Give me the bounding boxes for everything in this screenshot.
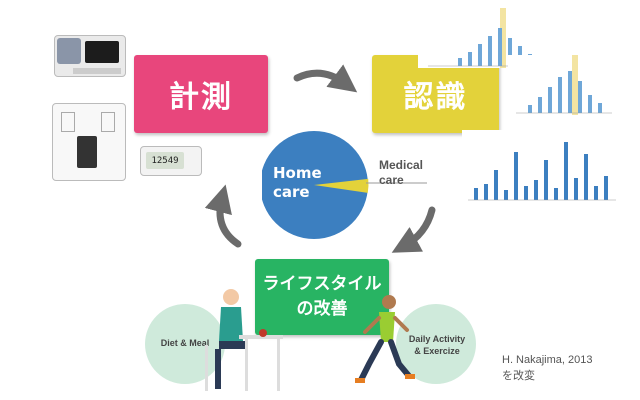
scale-display-icon bbox=[77, 136, 97, 168]
pedometer-image: 12549 bbox=[140, 146, 202, 176]
recognize-box: 認識 bbox=[372, 55, 499, 133]
activity-label-line1: Daily Activity bbox=[408, 334, 466, 344]
measure-label: 計測 bbox=[169, 80, 233, 115]
arrow-lifestyle-to-measure bbox=[204, 184, 242, 248]
activity-label-line2: & Exercize bbox=[414, 346, 460, 356]
diet-label: Diet & Meal bbox=[152, 338, 218, 348]
credit-line2: を改変 bbox=[502, 370, 535, 382]
medical-care-line1: Medical bbox=[379, 158, 424, 172]
medical-care-line2: care bbox=[379, 173, 404, 187]
chart-thumbnail-2-graphic bbox=[516, 55, 612, 115]
lifestyle-label-line1: ライフスタイル bbox=[262, 274, 382, 295]
arrow-measure-to-recognize bbox=[293, 64, 358, 93]
cuff-icon bbox=[57, 38, 81, 64]
home-care-line1: Home bbox=[273, 164, 322, 182]
scale-pad-icon bbox=[61, 112, 75, 132]
measure-box: 計測 bbox=[134, 55, 268, 133]
credit-line1: H. Nakajima, 2013 bbox=[502, 354, 593, 366]
care-pie-chart bbox=[262, 131, 427, 239]
chart-thumbnail-3 bbox=[462, 130, 622, 202]
body-scale-image bbox=[52, 103, 126, 181]
lifestyle-box: ライフスタイル の改善 bbox=[255, 259, 389, 335]
pedometer-reading: 12549 bbox=[151, 155, 179, 166]
runner-illustration bbox=[355, 295, 415, 383]
medical-care-slice bbox=[314, 178, 369, 193]
arrow-recognize-to-lifestyle bbox=[391, 206, 436, 253]
blood-pressure-monitor-image bbox=[54, 35, 126, 77]
home-care-line2: care bbox=[273, 183, 310, 201]
recognize-label: 認識 bbox=[403, 80, 468, 115]
diet-label-text: Diet & Meal bbox=[160, 338, 210, 348]
scale-pad-icon bbox=[101, 112, 115, 132]
bp-screen-icon bbox=[85, 41, 119, 63]
person-eating-illustration bbox=[205, 289, 283, 391]
credit: H. Nakajima, 2013 を改変 bbox=[502, 352, 593, 384]
home-care-label: Home care bbox=[273, 164, 322, 202]
medical-care-label: Medical care bbox=[379, 158, 423, 188]
chart-thumbnail-2 bbox=[508, 55, 618, 115]
activity-bubble bbox=[396, 304, 476, 384]
bp-base-icon bbox=[73, 68, 121, 74]
lifestyle-label-line2: の改善 bbox=[296, 299, 348, 319]
pedometer-screen-icon: 12549 bbox=[146, 152, 184, 169]
activity-label: Daily Activity & Exercize bbox=[402, 333, 472, 357]
chart-thumbnail-3-graphic bbox=[468, 142, 616, 201]
diet-bubble bbox=[145, 304, 225, 384]
